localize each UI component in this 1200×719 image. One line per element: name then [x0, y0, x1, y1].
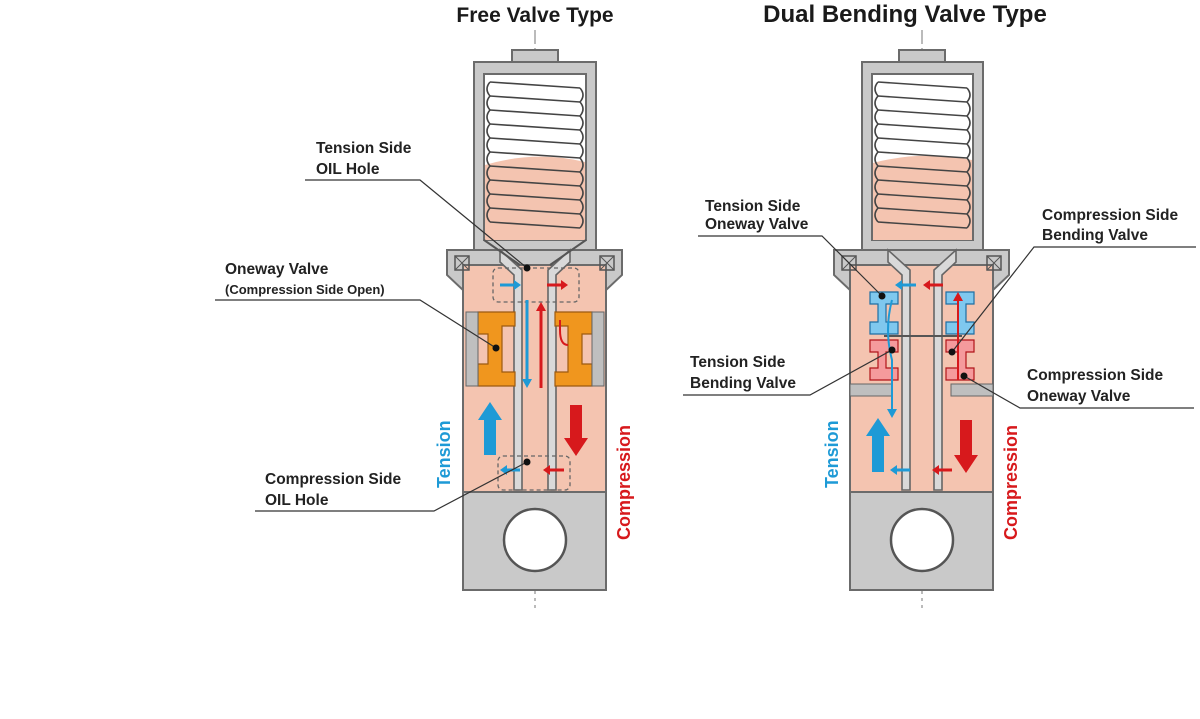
- label-compression-oil-hole-line1: Compression Side: [265, 471, 401, 488]
- left-tension-oil-hole-box: [492, 267, 580, 303]
- right-callouts: Tension Side Oneway Valve Tension Side B…: [683, 198, 1196, 540]
- label-compression-oil-hole-line2: OIL Hole: [265, 492, 329, 509]
- title-free-valve: Free Valve Type: [456, 4, 613, 27]
- right-eye-hole: [889, 507, 955, 573]
- left-inner-shaft: [499, 248, 571, 491]
- label-tension-oneway-line2: Oneway Valve: [705, 216, 809, 233]
- left-compression-oil-hole-box: [497, 455, 571, 491]
- label-tension-bending-line2: Bending Valve: [690, 375, 796, 392]
- label-tension-oil-hole-line2: OIL Hole: [316, 161, 380, 178]
- right-spring: [874, 81, 971, 229]
- left-callouts: Tension Side OIL Hole Oneway Valve (Comp…: [215, 140, 634, 540]
- right-compression-side-blue: [945, 291, 975, 335]
- label-oneway-valve: Oneway Valve: [225, 261, 329, 278]
- left-oneway-valve-right: [554, 311, 593, 387]
- label-compression-oneway-line1: Compression Side: [1027, 367, 1163, 384]
- left-eye-hole: [502, 507, 568, 573]
- label-oneway-valve-note: (Compression Side Open): [225, 282, 385, 297]
- label-right-compression: Compression: [1001, 425, 1021, 540]
- label-right-tension: Tension: [822, 420, 842, 488]
- right-upper-oil: [873, 155, 972, 240]
- label-compression-bending-line1: Compression Side: [1042, 207, 1178, 224]
- right-flow-arrows: [866, 280, 978, 475]
- label-left-compression: Compression: [614, 425, 634, 540]
- left-upper-oil: [485, 156, 585, 240]
- label-tension-bending-line1: Tension Side: [690, 354, 786, 371]
- right-inner-shaft: [887, 248, 957, 491]
- left-spring: [486, 81, 584, 229]
- left-flow-arrows: [478, 280, 588, 475]
- right-damper: [833, 30, 1010, 608]
- title-dual-bending-valve: Dual Bending Valve Type: [763, 1, 1047, 28]
- label-compression-bending-line2: Bending Valve: [1042, 227, 1148, 244]
- label-tension-oneway-line1: Tension Side: [705, 198, 801, 215]
- label-left-tension: Tension: [434, 420, 454, 488]
- label-tension-oil-hole-line1: Tension Side: [316, 140, 412, 157]
- label-compression-oneway-line2: Oneway Valve: [1027, 388, 1131, 405]
- left-damper: [446, 30, 623, 608]
